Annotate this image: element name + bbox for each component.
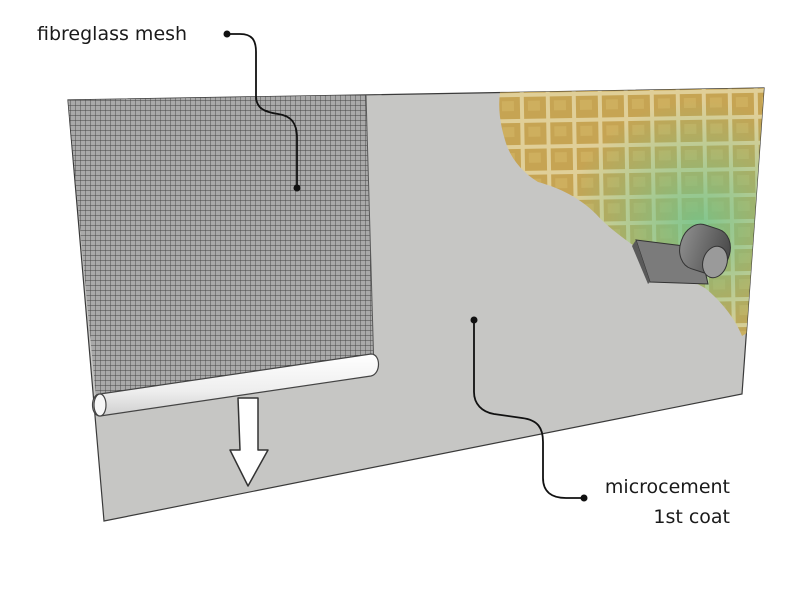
mesh-label: fibreglass mesh <box>37 23 188 45</box>
leader-microcement <box>470 316 588 502</box>
microcement-label: microcement 1st coat <box>605 472 730 532</box>
microcement-label-line2: 1st coat <box>653 506 730 528</box>
microcement-label-line1: microcement <box>604 476 730 498</box>
down-arrow-icon <box>229 397 269 487</box>
mesh-roll <box>91 353 380 417</box>
leader-mesh <box>223 30 301 192</box>
fibreglass-mesh <box>68 94 375 398</box>
trowel-icon <box>632 223 731 285</box>
